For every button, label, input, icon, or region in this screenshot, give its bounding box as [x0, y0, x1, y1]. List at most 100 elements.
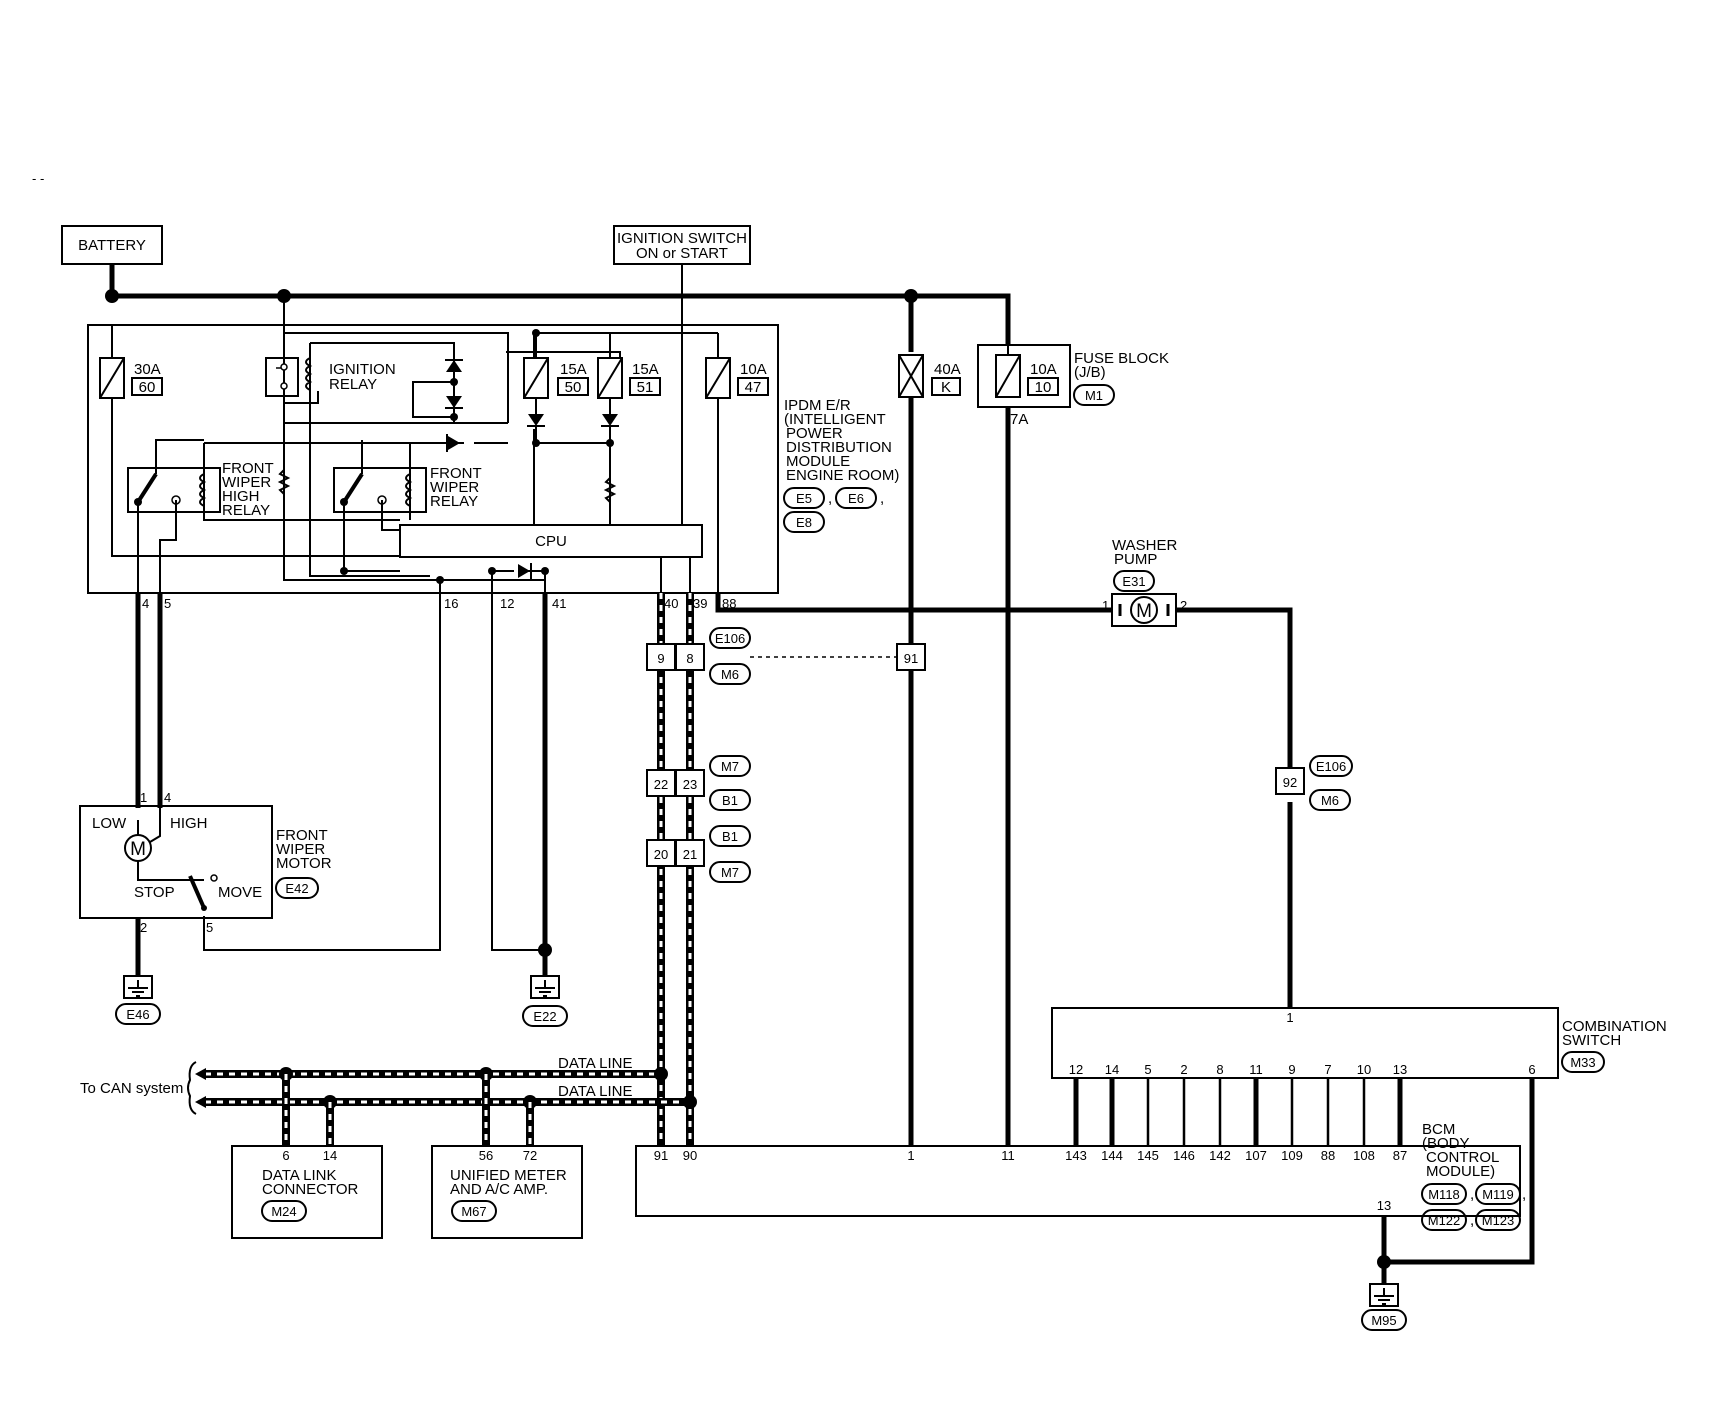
conn-e106b: E106 — [1316, 759, 1346, 774]
fwm-label-1: FRONT — [276, 827, 328, 844]
fwr-label-3: RELAY — [430, 493, 478, 510]
conn-b1b: B1 — [722, 829, 738, 844]
dlc-label-1: DATA LINK — [262, 1167, 336, 1184]
pin-dlc-6: 6 — [282, 1148, 289, 1163]
pin-j8: 8 — [686, 651, 693, 666]
pin-j20: 20 — [654, 847, 668, 862]
ground-e46: E46 — [115, 975, 161, 1025]
fuse-30a: 30A 60 — [99, 357, 163, 399]
front-wiper-relay: FRONT WIPER RELAY — [333, 440, 482, 513]
pin-comb-1: 1 — [1286, 1010, 1293, 1025]
pin-meter-56: 56 — [479, 1148, 493, 1163]
bcm-block: 91 90 1 11 13 BCM (BODY CONTROL MODULE) … — [635, 1121, 1526, 1231]
data-line-label-2: DATA LINE — [558, 1083, 632, 1100]
comb-pin-label: 12 — [1069, 1062, 1083, 1077]
to-can-label: To CAN system — [80, 1080, 183, 1097]
junction-dot — [488, 567, 496, 575]
data-link-connector: 6 14 DATA LINK CONNECTOR M24 — [231, 1145, 383, 1239]
pin-bcm-1: 1 — [907, 1148, 914, 1163]
wiper-motor-m: M — [130, 839, 146, 860]
ipdm-label-3: POWER — [786, 425, 843, 442]
comma: , — [1470, 1212, 1474, 1229]
pin-comb-6: 6 — [1528, 1062, 1535, 1077]
pin-j21: 21 — [683, 847, 697, 862]
washer-feed-wire — [715, 593, 1112, 613]
comma: , — [1470, 1186, 1474, 1203]
fwm-label-2: WIPER — [276, 841, 325, 858]
junction-dot — [436, 576, 444, 584]
pin-bcm-13: 13 — [1377, 1198, 1391, 1213]
joint-e106-m6: 9 8 E106 M6 — [646, 627, 751, 685]
motor-stop-label: STOP — [134, 884, 175, 901]
fwhr-label-1: FRONT — [222, 460, 274, 477]
pin-motor-2: 2 — [140, 920, 147, 935]
ipdm-label-4: DISTRIBUTION — [786, 439, 892, 456]
conn-m33: M33 — [1570, 1055, 1595, 1070]
fuse-15a-50-num: 50 — [565, 379, 582, 396]
ground-m95: M95 — [1361, 1283, 1407, 1331]
fwr-label-1: FRONT — [430, 465, 482, 482]
conn-e31: E31 — [1122, 574, 1145, 589]
junction-dot — [532, 329, 540, 337]
can-brace — [187, 1061, 197, 1115]
conn-m67: M67 — [461, 1204, 486, 1219]
comb-pin-label: 5 — [1144, 1062, 1151, 1077]
bcm-label-3: CONTROL — [1426, 1149, 1499, 1166]
diode-horizontal — [446, 434, 460, 452]
dlc-label-2: CONNECTOR — [262, 1181, 359, 1198]
conn-e46: E46 — [126, 1007, 149, 1022]
pin-motor-1: 1 — [140, 790, 147, 805]
junction-dot — [532, 439, 540, 447]
pin-ipdm-40: 40 — [664, 596, 678, 611]
pin-ipdm-16: 16 — [444, 596, 458, 611]
conn-m95: M95 — [1371, 1313, 1396, 1328]
joint-b1-m7: 20 21 B1 M7 — [646, 825, 751, 883]
comb-pin-label: 11 — [1249, 1062, 1263, 1077]
bcm-pin-label: 88 — [1321, 1148, 1335, 1163]
washer-pump: M WASHER PUMP E31 1 2 — [1102, 537, 1187, 627]
conn-e42: E42 — [285, 881, 308, 896]
pin-ipdm-39: 39 — [693, 596, 707, 611]
joint-91: 91 — [896, 643, 926, 671]
comb-ground-wire — [1384, 1078, 1535, 1265]
comb-label-2: SWITCH — [1562, 1032, 1621, 1049]
ground-e22: E22 — [522, 975, 568, 1027]
comb-pin-label: 14 — [1105, 1062, 1119, 1077]
bcm-label-2: (BODY — [1422, 1135, 1470, 1152]
fuse-15a-50-amp: 15A — [560, 361, 587, 378]
data-line-label-1: DATA LINE — [558, 1055, 632, 1072]
fuse-block-label-1: FUSE BLOCK — [1074, 350, 1169, 367]
fuse-30a-amp: 30A — [134, 361, 161, 378]
fuse-15a-51-num: 51 — [637, 379, 654, 396]
bcm-pin-label: 142 — [1209, 1148, 1231, 1163]
pin-bcm-11: 11 — [1001, 1148, 1015, 1163]
pin-j22: 22 — [654, 777, 668, 792]
ipdm-connectors: E5 , E6 , E8 — [783, 487, 884, 533]
comb-pin-label: 9 — [1288, 1062, 1295, 1077]
joint-m7-b1: 22 23 M7 B1 — [646, 755, 751, 811]
ignition-relay-label-2: RELAY — [329, 376, 377, 393]
fuse-block-label-2: (J/B) — [1074, 364, 1106, 381]
washer-motor-m: M — [1136, 601, 1152, 622]
pin-meter-72: 72 — [523, 1148, 537, 1163]
pin-bcm-91: 91 — [654, 1148, 668, 1163]
junction-dot — [538, 943, 552, 957]
ipdm-label-1: IPDM E/R — [784, 397, 851, 414]
pin-ipdm-12: 12 — [500, 596, 514, 611]
unified-meter: 56 72 UNIFIED METER AND A/C AMP. M67 — [431, 1145, 583, 1239]
fuse-30a-num: 60 — [139, 379, 156, 396]
can-arrow-1 — [195, 1068, 206, 1080]
fuse-40a-num: K — [941, 379, 951, 396]
bcm-pin-label: 109 — [1281, 1148, 1303, 1163]
diode-bottom — [518, 563, 532, 579]
bcm-label-4: MODULE) — [1426, 1163, 1495, 1180]
conn-m122: M122 — [1428, 1213, 1461, 1228]
cpu-out-wires — [660, 557, 691, 593]
comb-pin-label: 13 — [1393, 1062, 1407, 1077]
fuse-15a-wires — [535, 333, 611, 443]
bcm-pin-label: 107 — [1245, 1148, 1267, 1163]
fuse-10a-47-wire — [610, 332, 719, 610]
pin-j92: 92 — [1283, 775, 1297, 790]
comb-pin-label: 8 — [1216, 1062, 1223, 1077]
pin-ipdm-4: 4 — [142, 596, 149, 611]
